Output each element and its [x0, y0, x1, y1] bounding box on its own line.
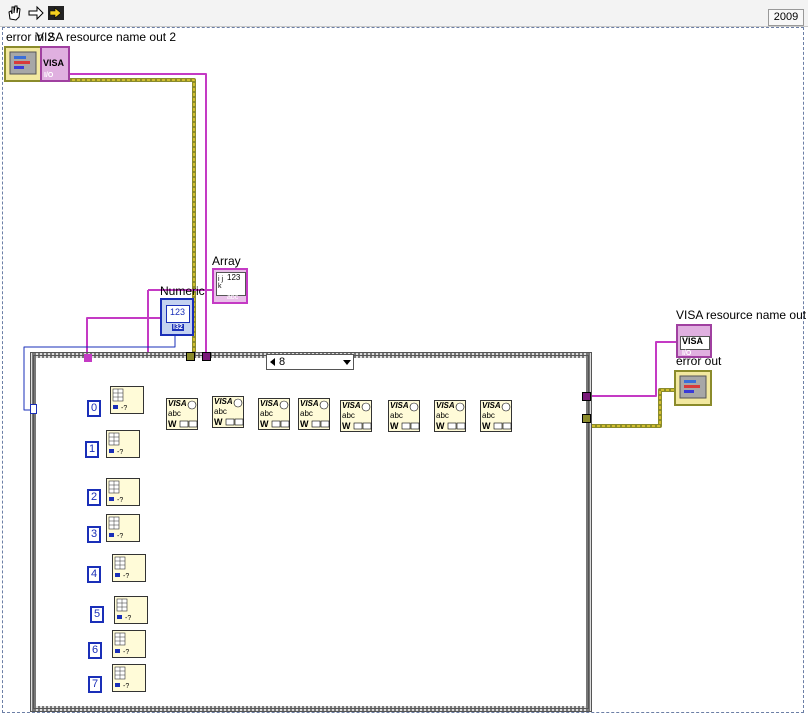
write-visa-text: VISA — [390, 401, 409, 410]
visa-write-node-3[interactable]: VISA abc W — [258, 398, 290, 430]
numeric-tunnel — [84, 354, 92, 362]
version-label: 2009 — [768, 9, 804, 26]
index-array-node-2[interactable]: -? — [106, 478, 140, 506]
visa-write-node-6[interactable]: VISA abc W — [388, 400, 420, 432]
write-visa-text: VISA — [482, 401, 501, 410]
index-array-node-3[interactable]: -? — [106, 514, 140, 542]
write-w-text: W — [260, 419, 269, 429]
numeric-terminal[interactable]: 123 I32 — [160, 298, 194, 336]
visa-resource-out-label: VISA resource name out — [676, 308, 807, 322]
array-label: Array — [212, 254, 241, 268]
write-w-text: W — [482, 421, 491, 431]
write-w-text: W — [214, 417, 223, 427]
svg-text:-?: -? — [121, 405, 127, 412]
write-abc-text: abc — [342, 411, 355, 420]
dropdown-arrow-icon[interactable] — [343, 360, 351, 365]
visa-write-node-7[interactable]: VISA abc W — [434, 400, 466, 432]
case-selector-value: 8 — [279, 356, 286, 368]
index-array-node-4[interactable]: -? — [112, 554, 146, 582]
error-in-2-label: error in 2 — [6, 30, 55, 44]
error-out-terminal[interactable] — [674, 370, 712, 406]
write-visa-text: VISA — [168, 399, 187, 408]
constant-2[interactable]: 2 — [87, 489, 101, 506]
write-visa-text: VISA — [300, 399, 319, 408]
visa-in-tunnel — [202, 352, 211, 361]
write-abc-text: abc — [214, 407, 227, 416]
visa-write-node-8[interactable]: VISA abc W — [480, 400, 512, 432]
visa-resource-in-2-label: VISA resource name out 2 — [36, 30, 177, 44]
array-type-text: abc — [227, 294, 239, 301]
write-w-text: W — [390, 421, 399, 431]
index-array-node-1[interactable]: -? — [106, 430, 140, 458]
index-array-node-6[interactable]: -? — [112, 630, 146, 658]
array-terminal[interactable]: 123 i j k abc — [212, 268, 248, 304]
write-visa-text: VISA — [260, 399, 279, 408]
visa-out-io-text: I/O — [682, 350, 692, 357]
constant-3[interactable]: 3 — [87, 526, 101, 543]
write-abc-text: abc — [390, 411, 403, 420]
index-array-node-7[interactable]: -? — [112, 664, 146, 692]
write-w-text: W — [300, 419, 309, 429]
constant-5[interactable]: 5 — [90, 606, 104, 623]
svg-text:-?: -? — [117, 533, 123, 540]
constant-4[interactable]: 4 — [87, 566, 101, 583]
write-abc-text: abc — [168, 409, 181, 418]
visa-out-tunnel — [582, 392, 591, 401]
block-diagram-toolbar: 2009 — [0, 0, 808, 27]
constant-1[interactable]: 1 — [85, 441, 99, 458]
write-abc-text: abc — [260, 409, 273, 418]
visa-write-node-2[interactable]: VISA abc W — [212, 396, 244, 428]
highlight-execution-icon[interactable] — [46, 3, 66, 23]
array-index-letters: i j k — [218, 276, 224, 290]
step-over-icon[interactable] — [26, 3, 46, 23]
write-w-text: W — [436, 421, 445, 431]
write-visa-text: VISA — [214, 397, 233, 406]
error-in-2-terminal[interactable] — [4, 46, 42, 82]
numeric-label: Numeric — [160, 284, 205, 298]
visa-resource-in-2-terminal[interactable]: VISA I/O — [40, 46, 70, 82]
visa-icon-text: VISA — [43, 58, 65, 68]
svg-text:-?: -? — [117, 497, 123, 504]
constant-6[interactable]: 6 — [88, 642, 102, 659]
svg-text:-?: -? — [117, 449, 123, 456]
visa-write-node-1[interactable]: VISA abc W — [166, 398, 198, 430]
array-display-text: 123 — [227, 273, 241, 282]
write-visa-text: VISA — [342, 401, 361, 410]
error-out-tunnel — [582, 414, 591, 423]
block-diagram-frame — [2, 27, 804, 713]
visa-resource-out-terminal[interactable]: VISA I/O — [676, 324, 712, 358]
write-w-text: W — [168, 419, 177, 429]
decrement-arrow-icon[interactable] — [270, 358, 275, 366]
write-abc-text: abc — [482, 411, 495, 420]
index-array-node-0[interactable]: -? — [110, 386, 144, 414]
visa-out-text: VISA — [682, 336, 704, 346]
write-abc-text: abc — [436, 411, 449, 420]
svg-text:-?: -? — [123, 649, 129, 656]
write-w-text: W — [342, 421, 351, 431]
error-in-tunnel — [186, 352, 195, 361]
write-visa-text: VISA — [436, 401, 455, 410]
constant-7[interactable]: 7 — [88, 676, 102, 693]
visa-write-node-5[interactable]: VISA abc W — [340, 400, 372, 432]
numeric-io-text: I32 — [172, 324, 184, 331]
operate-tool-icon[interactable] — [4, 3, 24, 23]
svg-text:-?: -? — [125, 615, 131, 622]
svg-text:-?: -? — [123, 683, 129, 690]
constant-0[interactable]: 0 — [87, 400, 101, 417]
case-selector-label[interactable]: 8 — [266, 354, 354, 370]
case-selector-terminal — [30, 404, 37, 414]
numeric-display-text: 123 — [170, 307, 186, 317]
svg-text:-?: -? — [123, 573, 129, 580]
visa-write-node-4[interactable]: VISA abc W — [298, 398, 330, 430]
visa-io-text: I/O — [44, 72, 54, 79]
index-array-node-5[interactable]: -? — [114, 596, 148, 624]
write-abc-text: abc — [300, 409, 313, 418]
